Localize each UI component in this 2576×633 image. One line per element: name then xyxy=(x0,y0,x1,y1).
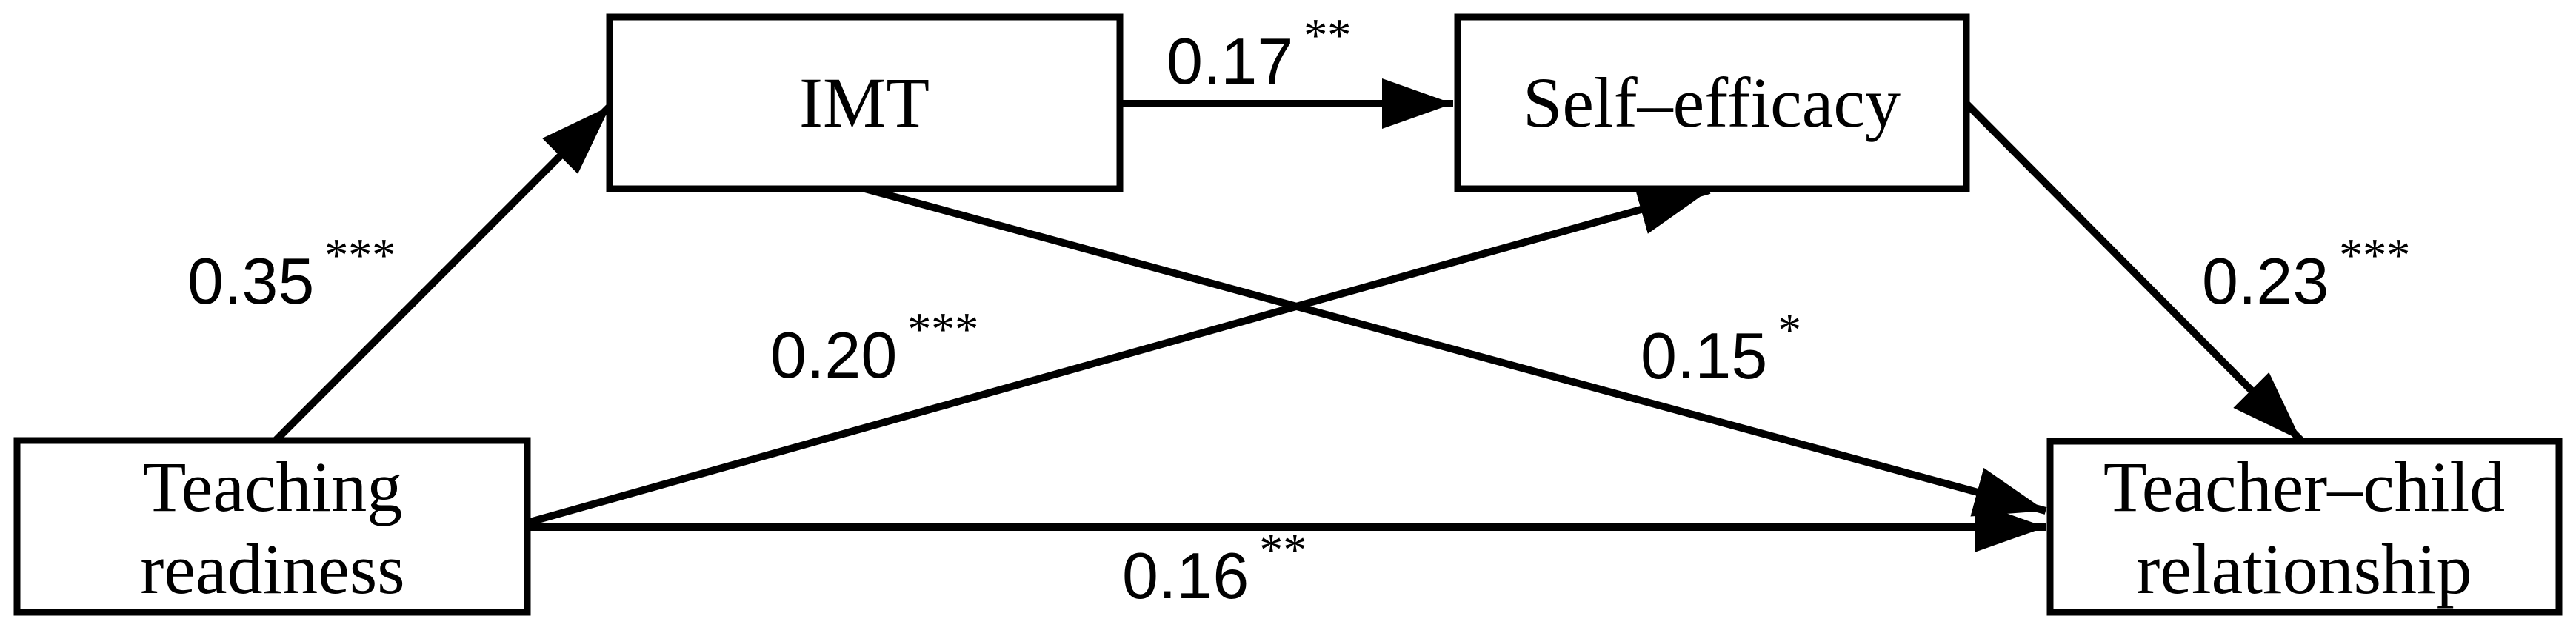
node-label-imt: IMT xyxy=(799,63,930,142)
node-label-teaching-readiness-line1: Teaching xyxy=(143,447,402,526)
coef-significance: *** xyxy=(2339,229,2410,281)
node-label-teaching-readiness-line2: readiness xyxy=(140,529,404,609)
node-box-teaching-readiness xyxy=(13,437,531,616)
node-box-teacher-child-relationship xyxy=(2046,438,2563,616)
coef-value: 0.17 xyxy=(1167,24,1293,98)
coef-value: 0.35 xyxy=(187,244,314,318)
arrow-teaching-readiness-to-self-efficacy xyxy=(526,185,1711,526)
path-arrows xyxy=(271,78,2304,552)
node-label-self-efficacy: Self–efficacy xyxy=(1523,63,1901,142)
coef-value: 0.16 xyxy=(1122,539,1249,612)
path-nodes: IMT Self–efficacy Teaching readiness Tea… xyxy=(13,13,2563,616)
coef-significance: ** xyxy=(1304,9,1351,61)
coef-self-efficacy-teacher-child: 0.23*** xyxy=(2202,229,2410,318)
arrow-teaching-readiness-to-imt xyxy=(271,103,613,445)
coef-value: 0.15 xyxy=(1641,319,1767,392)
path-coefficient-labels: 0.35*** 0.17** 0.20*** 0.15* 0.23*** 0.1… xyxy=(187,9,2410,612)
arrow-self-efficacy-to-teacher-child-relationship xyxy=(1963,101,2304,443)
node-box-imt xyxy=(606,13,1124,192)
coef-teaching-readiness-imt: 0.35*** xyxy=(187,229,396,318)
coef-significance: *** xyxy=(907,303,978,355)
coef-value: 0.20 xyxy=(770,318,897,392)
coef-significance: * xyxy=(1778,304,1801,356)
coef-teaching-readiness-teacher-child: 0.16** xyxy=(1122,523,1307,612)
coef-significance: *** xyxy=(324,229,396,281)
coef-imt-teacher-child: 0.15* xyxy=(1641,304,1801,392)
coef-significance: ** xyxy=(1259,523,1307,576)
coef-value: 0.23 xyxy=(2202,244,2329,318)
coef-imt-self-efficacy: 0.17** xyxy=(1167,9,1351,98)
arrow-imt-to-teacher-child-relationship xyxy=(864,185,2047,517)
node-label-teacher-child-line1: Teacher–child xyxy=(2103,447,2505,526)
node-label-teacher-child-line2: relationship xyxy=(2136,529,2472,609)
coef-teaching-readiness-self-efficacy: 0.20*** xyxy=(770,303,978,392)
node-box-self-efficacy xyxy=(1454,13,1970,192)
